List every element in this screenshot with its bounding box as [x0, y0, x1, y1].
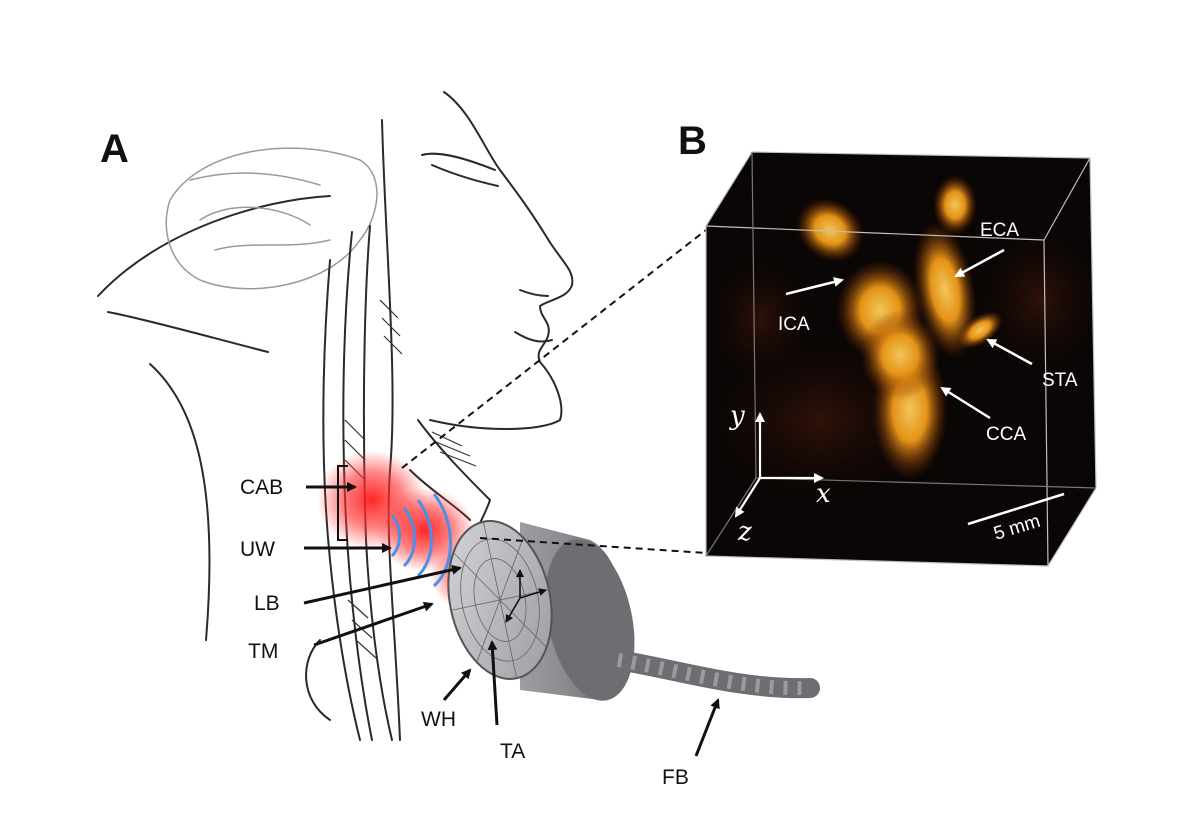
callout-label: FB	[662, 766, 689, 789]
panel-a-letter: A	[100, 127, 129, 171]
fiber-bundle-cable	[618, 660, 810, 688]
axis-label-z: z	[737, 517, 752, 547]
vessel-label: STA	[1042, 370, 1078, 391]
callout-label: WH	[421, 708, 456, 731]
callout-label: UW	[240, 538, 275, 561]
panel-b-letter: B	[678, 119, 707, 163]
vessel-label: ECA	[980, 220, 1019, 241]
callout-label: CAB	[240, 476, 283, 499]
callout-label: LB	[254, 592, 280, 615]
axis-label-y: y	[729, 401, 745, 431]
volume-render-cube: ECA ICA STA CCA y x z 5 mm	[706, 152, 1100, 566]
vessel-label: ICA	[778, 314, 810, 335]
vessel-label: CCA	[986, 424, 1026, 445]
callout-label: TA	[500, 740, 525, 763]
axis-label-x: x	[816, 479, 831, 509]
callout-label: TM	[248, 640, 278, 663]
